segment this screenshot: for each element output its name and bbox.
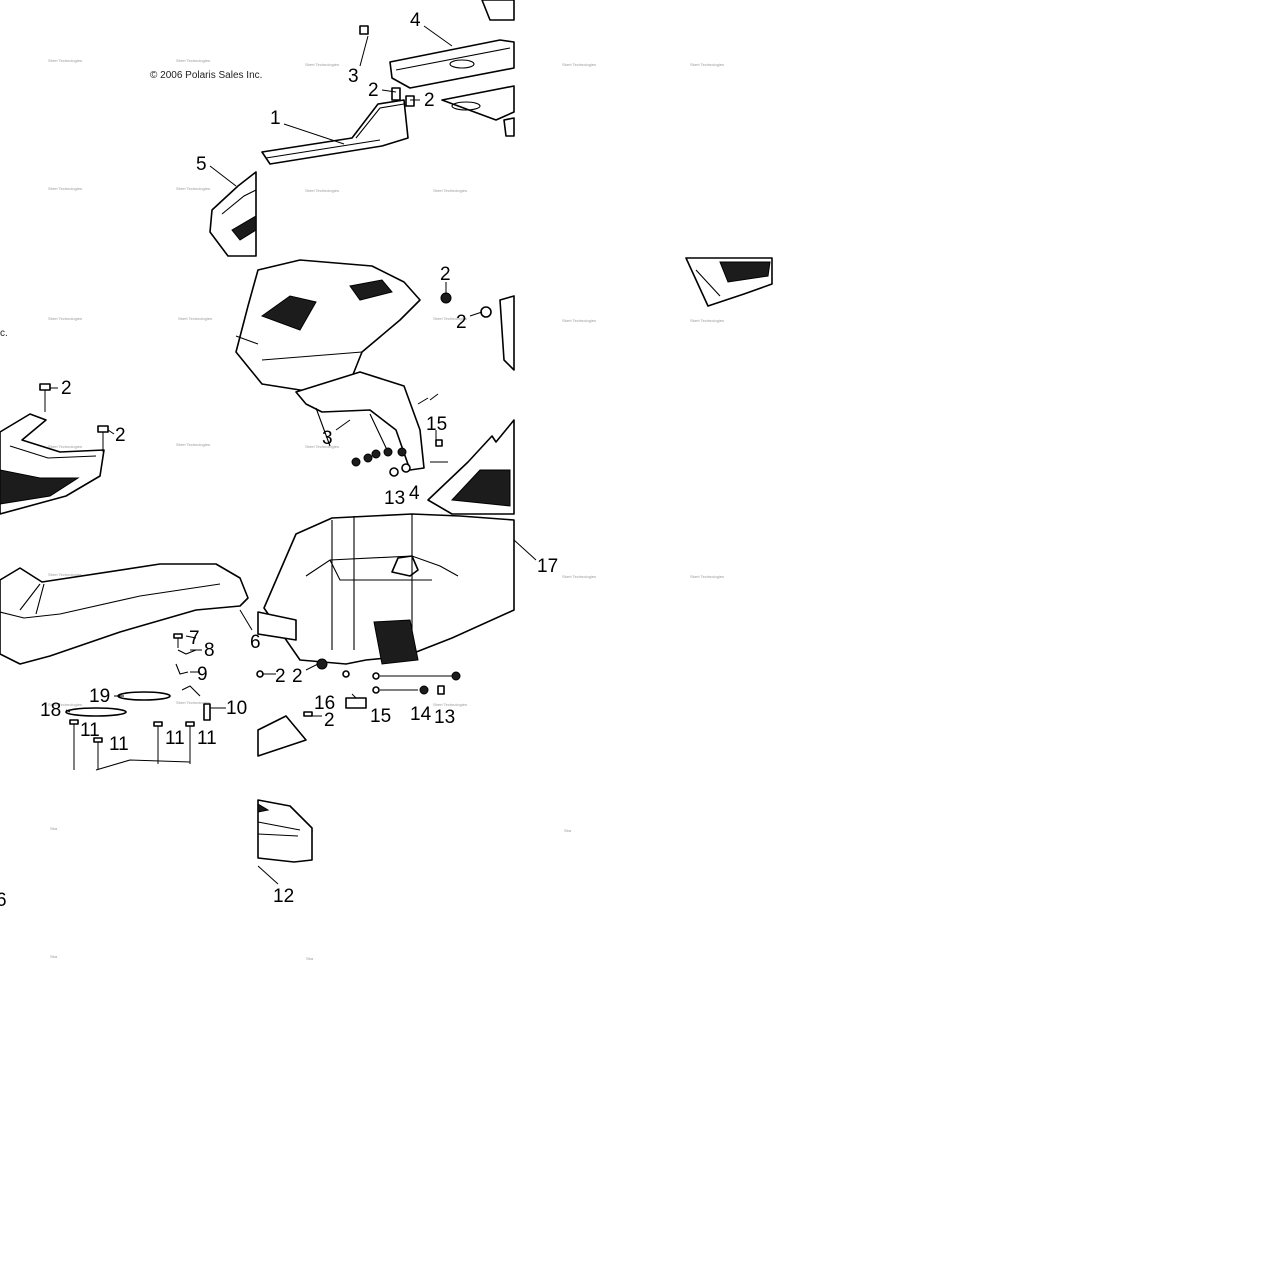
callout-label: 2 (324, 710, 335, 731)
watermark: Sbert Technologies (433, 188, 467, 193)
watermark: Sbert Technologies (176, 186, 210, 191)
watermark: Sba (564, 828, 572, 833)
seat (0, 563, 249, 665)
copyright-fragment: c. (0, 328, 8, 339)
callout-label: 12 (273, 886, 294, 907)
right-side-panel (427, 419, 515, 515)
callout-label: 17 (537, 556, 558, 577)
callout-label: 19 (89, 686, 110, 707)
callout-label: 3 (348, 66, 359, 87)
callout-labels: 4 3 2 2 1 5 2 2 2 2 3 15 13 4 17 6 7 8 9… (0, 10, 558, 911)
callout-label: 2 (368, 80, 379, 101)
watermark: Sbert Technologies (305, 188, 339, 193)
callout-label: 2 (424, 90, 435, 111)
callout-label: 4 (409, 483, 420, 504)
watermark: Sbert Technologies (433, 702, 467, 707)
rear-lower-fragment (257, 799, 313, 885)
watermark: Sbert Technologies (562, 574, 596, 579)
callout-label: 11 (109, 734, 129, 755)
callout-label: 2 (440, 264, 451, 285)
rear-fender (257, 513, 537, 757)
footwell-panel (261, 25, 415, 165)
watermark: Sba (306, 956, 314, 961)
side-panel-fragment-right (685, 257, 773, 307)
watermark: Sbert Technologies (690, 62, 724, 67)
watermark: Sbert Technologies (48, 316, 82, 321)
callout-label: 18 (40, 700, 61, 721)
callout-label: 7 (189, 628, 200, 649)
callout-label: 11 (197, 728, 217, 749)
watermark: Sbert Technologies (433, 316, 467, 321)
rear-hardware (256, 658, 461, 717)
callout-label: 2 (115, 425, 126, 446)
callout-label: 5 (196, 154, 207, 175)
callout-label: 11 (165, 728, 185, 749)
callout-label: 10 (226, 698, 247, 719)
callout-label: 13 (384, 488, 405, 509)
watermark: Sbert Technologies (176, 442, 210, 447)
callout-label: 3 (322, 428, 333, 449)
callout-label: 2 (456, 312, 467, 333)
watermark: Sbert Technologies (48, 444, 82, 449)
callout-label: 2 (61, 378, 72, 399)
watermark: Sbert Technologies (48, 58, 82, 63)
watermark: Sbert Technologies (690, 574, 724, 579)
callout-label: 6 (0, 890, 7, 911)
callout-label: 1 (270, 108, 281, 129)
watermark: Sba (50, 954, 58, 959)
callout-label: 2 (292, 666, 303, 687)
watermark: Sbert Technologies (562, 62, 596, 67)
watermark: Sbert Technologies (48, 186, 82, 191)
copyright-notice: © 2006 Polaris Sales Inc. (150, 70, 262, 81)
callout-label: 13 (434, 707, 455, 728)
leader-lines (50, 25, 483, 717)
watermark: Sbert Technologies (562, 318, 596, 323)
watermark: Sbert Technologies (305, 62, 339, 67)
callout-label: 14 (410, 704, 432, 725)
bolt-set (65, 691, 195, 771)
callout-label: 2 (275, 666, 286, 687)
left-side-panel (0, 383, 109, 515)
watermark: Sbert Technologies (176, 700, 210, 705)
front-fender (235, 259, 515, 471)
watermark: Sbert Technologies (178, 316, 212, 321)
side-panel-fragment (209, 171, 257, 257)
callout-label: 11 (80, 720, 100, 741)
front-hardware (351, 393, 448, 477)
rear-rack (389, 0, 515, 137)
callout-label: 16 (314, 693, 335, 714)
callout-label: 15 (426, 414, 447, 435)
watermark: Sbert Technologies (305, 444, 339, 449)
watermark: Sba (50, 826, 58, 831)
seat-hardware (173, 633, 211, 721)
callout-label: 9 (197, 664, 208, 685)
watermark: Sbert Technologies (176, 58, 210, 63)
callout-label: 15 (370, 706, 391, 727)
watermark: Sbert Technologies (48, 572, 82, 577)
callout-label: 4 (410, 10, 421, 31)
callout-label: 8 (204, 640, 215, 661)
watermark: Sbert Technologies (48, 702, 82, 707)
watermark: Sbert Technologies (690, 318, 724, 323)
callout-label: 6 (250, 632, 261, 653)
